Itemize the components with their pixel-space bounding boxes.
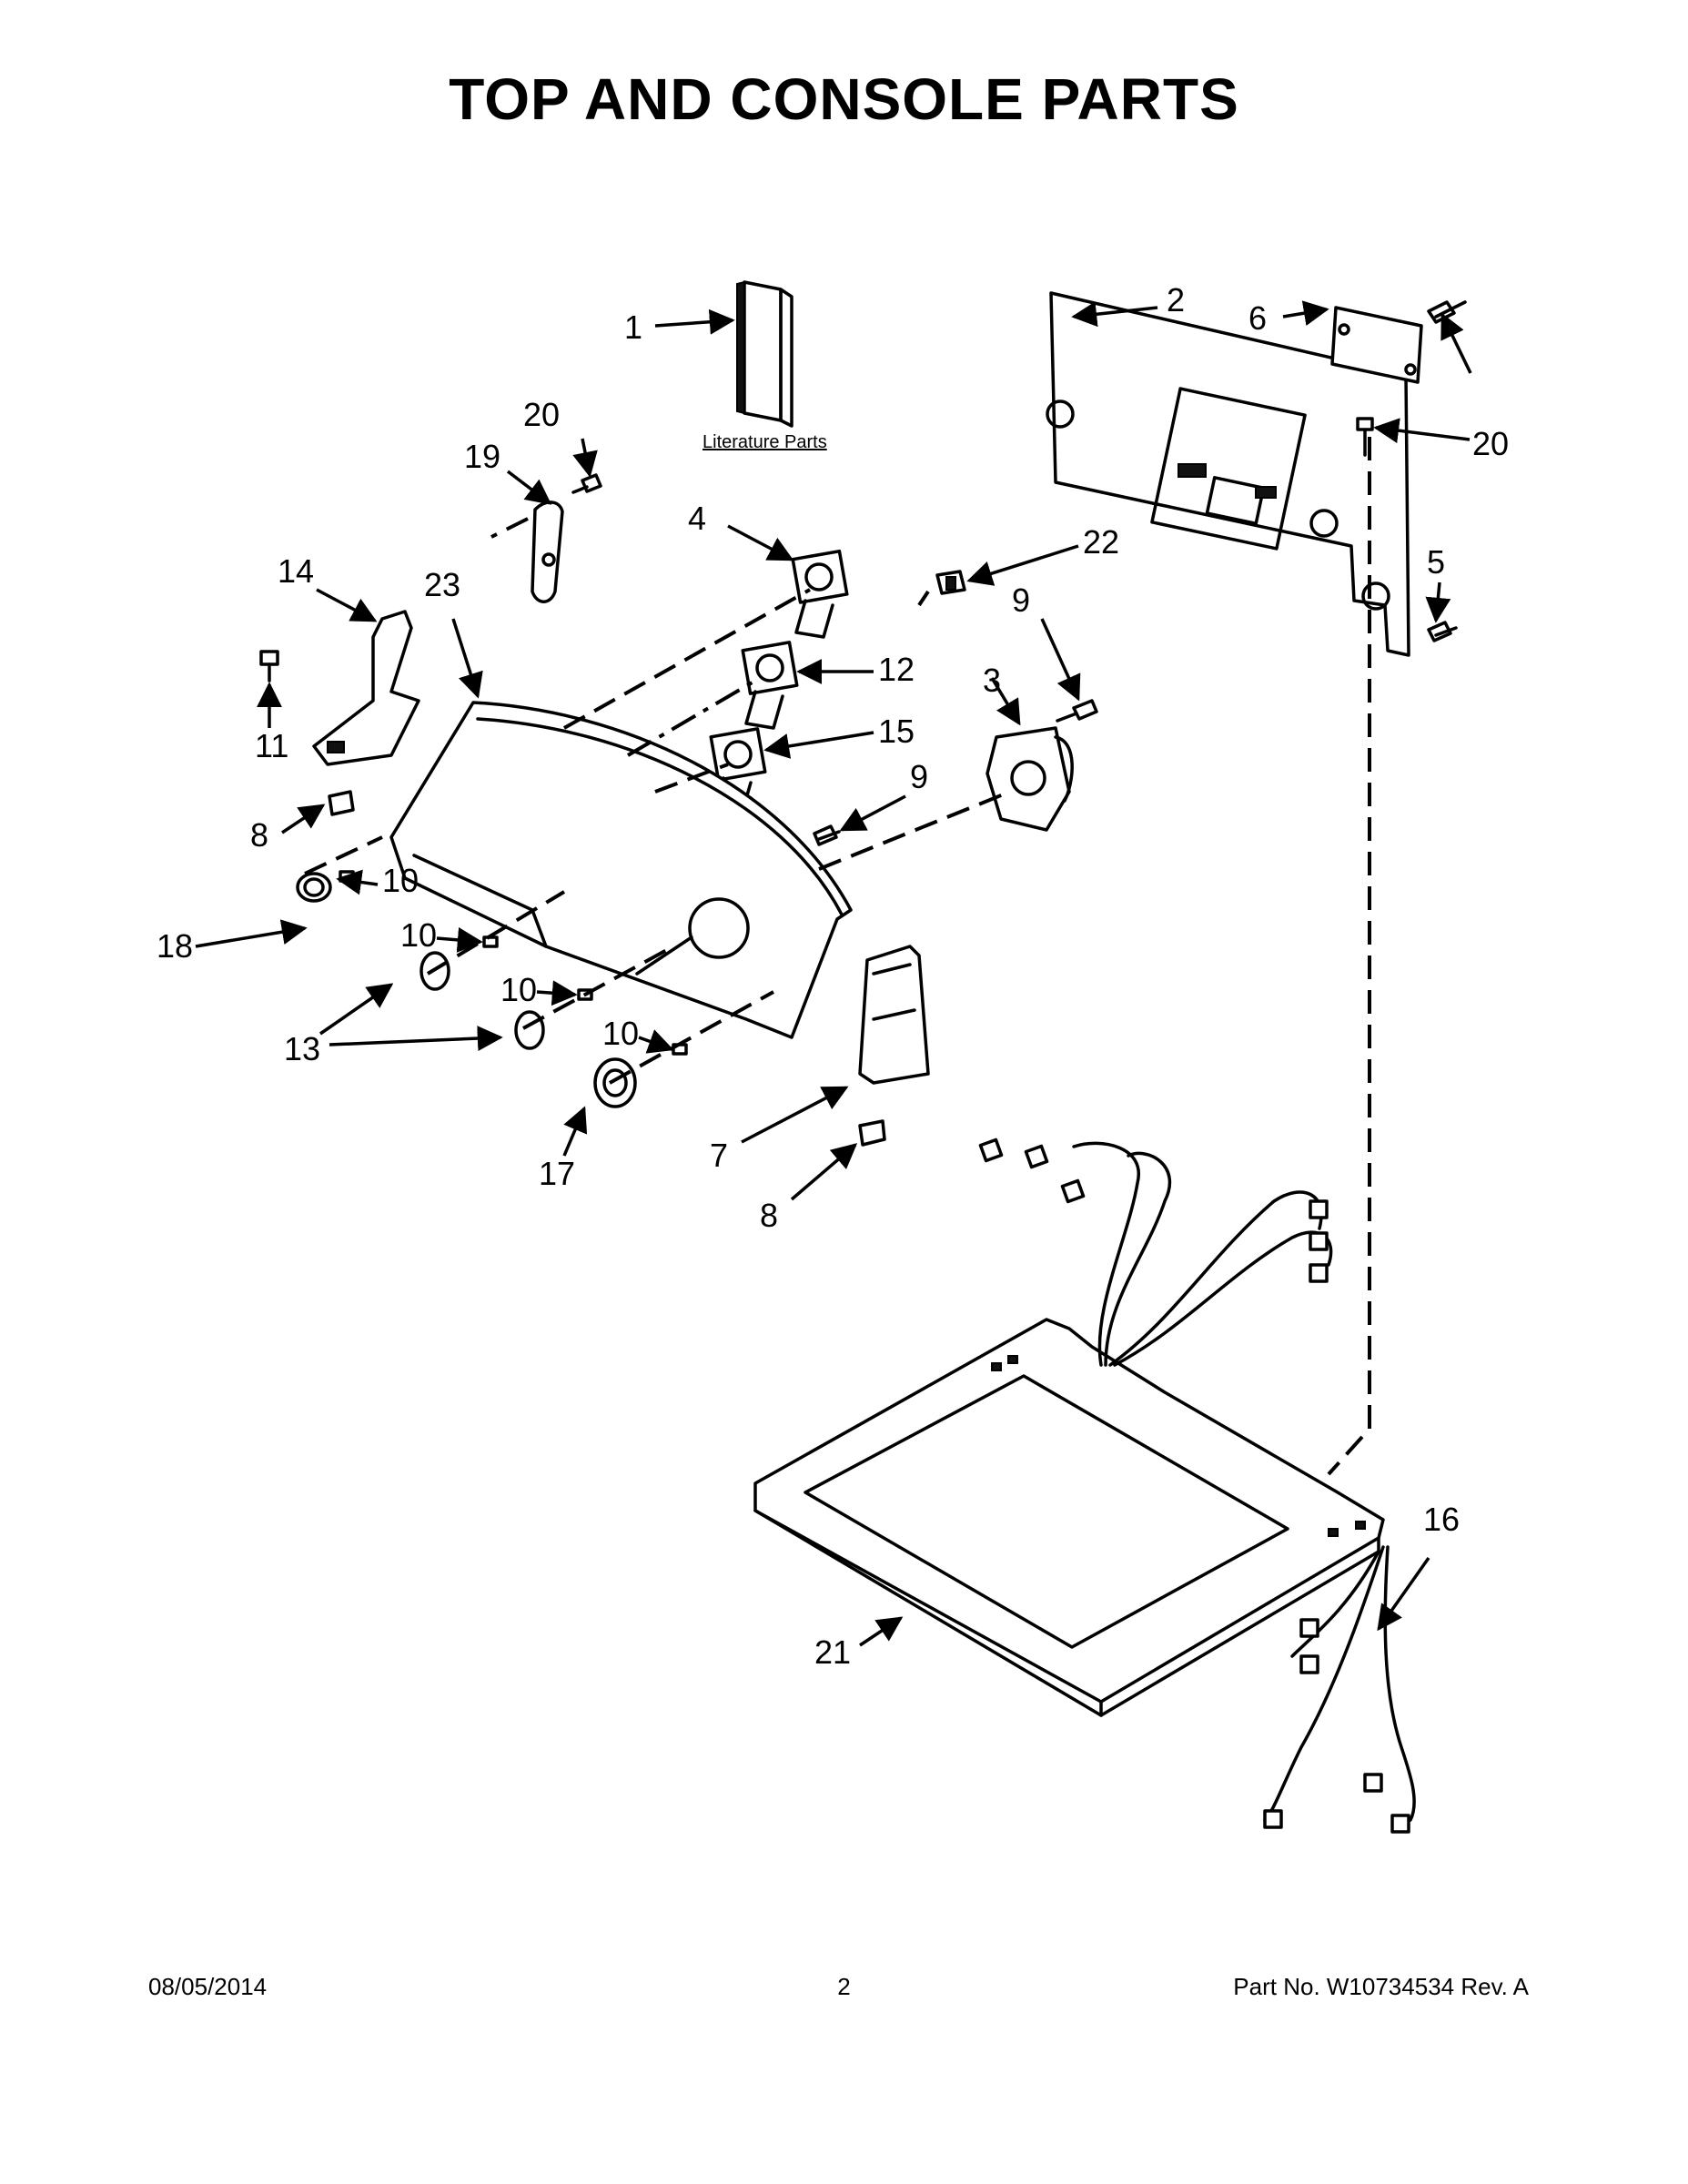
callout-4: 4: [688, 500, 706, 537]
switch-12: [741, 641, 799, 730]
callout-20-upper-left: 20: [523, 396, 560, 433]
screw-20-bracket: [571, 473, 602, 494]
callout-13: 13: [284, 1030, 320, 1067]
console-bracket-14: [312, 610, 420, 766]
alignment-line-clip-22: [917, 590, 930, 607]
literature-parts-label: Literature Parts: [702, 432, 827, 452]
callout-2: 2: [1167, 281, 1185, 318]
footer-page-number: 2: [837, 1973, 851, 2000]
callout-3: 3: [983, 662, 1001, 699]
alignment-line-knob-13a: [426, 890, 566, 976]
wire-harness-16: [978, 1138, 1416, 1834]
timer-3: [986, 726, 1074, 832]
callout-10a: 10: [382, 862, 419, 899]
alignment-line-switch-15: [654, 763, 729, 794]
footer-date: 08/05/2014: [148, 1973, 268, 2000]
callout-19: 19: [464, 438, 500, 475]
callout-18: 18: [157, 927, 193, 965]
callout-5: 5: [1427, 543, 1445, 581]
callout-8-left: 8: [250, 816, 268, 854]
screw-9-console: [813, 824, 841, 846]
callout-8-right: 8: [760, 1197, 778, 1234]
callout-11: 11: [255, 727, 288, 764]
alignment-line-bracket-19: [490, 517, 529, 539]
top-panel-21: [753, 1318, 1385, 1717]
callout-12: 12: [878, 651, 915, 688]
clip-8-left: [328, 790, 355, 816]
callout-1: 1: [624, 308, 642, 346]
control-board: [1330, 306, 1423, 384]
screw-5: [1427, 621, 1458, 642]
callout-10d: 10: [602, 1015, 639, 1052]
clip-8-right: [858, 1119, 886, 1147]
alignment-line-knob-18: [304, 835, 383, 875]
knob-17: [593, 1057, 637, 1108]
callout-21: 21: [814, 1633, 851, 1671]
screw-9-timer: [1056, 699, 1098, 723]
bracket-19: [531, 500, 564, 603]
knob-18: [296, 872, 332, 903]
callout-20-right: 20: [1472, 425, 1509, 462]
callout-10c: 10: [500, 971, 537, 1008]
end-cap-7: [858, 945, 930, 1085]
alignment-line-knob-17: [609, 990, 774, 1085]
switch-4: [791, 549, 849, 639]
alignment-line-switch-4: [563, 588, 811, 730]
callout-17: 17: [539, 1155, 575, 1192]
callout-9-lower: 9: [910, 758, 928, 795]
callout-14: 14: [278, 552, 314, 590]
spring-10b: [482, 935, 499, 948]
screw-20-panel: [1356, 417, 1374, 457]
alignment-line-rear-panel: [1327, 437, 1371, 1476]
callout-16: 16: [1423, 1501, 1460, 1538]
callout-10b: 10: [400, 916, 437, 954]
knob-13-lower: [514, 1010, 545, 1050]
alignment-line-switch-12: [626, 679, 757, 757]
callout-22: 22: [1083, 523, 1119, 561]
console-rear-panel: [1046, 291, 1410, 657]
clip-22: [935, 570, 966, 595]
callout-15: 15: [878, 713, 915, 750]
callout-6: 6: [1248, 299, 1267, 337]
console-23: [389, 701, 853, 1039]
screw-20-top: [1427, 300, 1467, 324]
screw-11: [259, 650, 279, 682]
footer-part-number: Part No. W10734534 Rev. A: [1233, 1973, 1529, 2000]
page-title: TOP AND CONSOLE PARTS: [449, 66, 1239, 132]
callout-9-upper: 9: [1012, 581, 1030, 619]
literature-booklet: [736, 280, 793, 428]
callout-7: 7: [710, 1137, 728, 1174]
alignment-line-timer: [818, 790, 1011, 871]
alignment-line-knob-13b: [522, 945, 674, 1030]
callout-23: 23: [424, 566, 460, 603]
